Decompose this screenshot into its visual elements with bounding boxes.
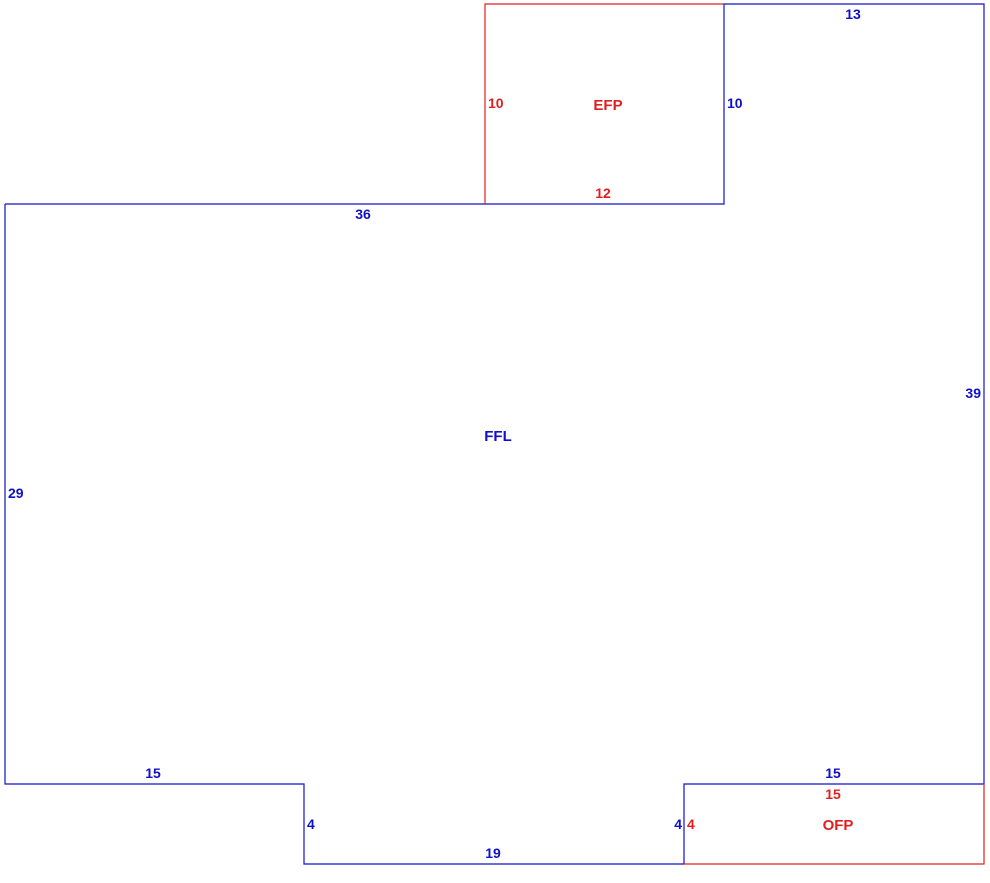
dim-main-bottom-middle: 19 xyxy=(485,845,501,861)
main-area-outline xyxy=(4,3,985,865)
dim-front-porch-bottom: 12 xyxy=(595,185,611,201)
dim-main-right: 39 xyxy=(965,385,981,401)
dim-rear-porch-left: 4 xyxy=(687,816,695,832)
dim-main-notch-right: 10 xyxy=(727,95,743,111)
dim-main-bottom-right: 15 xyxy=(825,765,841,781)
dim-main-top-left: 36 xyxy=(355,206,371,222)
main-area-label: FFL xyxy=(484,428,512,445)
dim-main-top-right: 13 xyxy=(845,6,861,22)
dim-main-step-left: 4 xyxy=(307,816,315,832)
front-porch-outline xyxy=(484,3,724,204)
dim-front-porch-left: 10 xyxy=(488,95,504,111)
rear-porch-label: OFP xyxy=(823,817,854,834)
dim-main-bottom-left: 15 xyxy=(145,765,161,781)
dim-main-left: 29 xyxy=(8,485,24,501)
rear-porch-outline xyxy=(684,784,985,865)
front-porch-label: EFP xyxy=(593,97,622,114)
dim-main-step-right: 4 xyxy=(674,816,682,832)
dim-rear-porch-top: 15 xyxy=(825,786,841,802)
